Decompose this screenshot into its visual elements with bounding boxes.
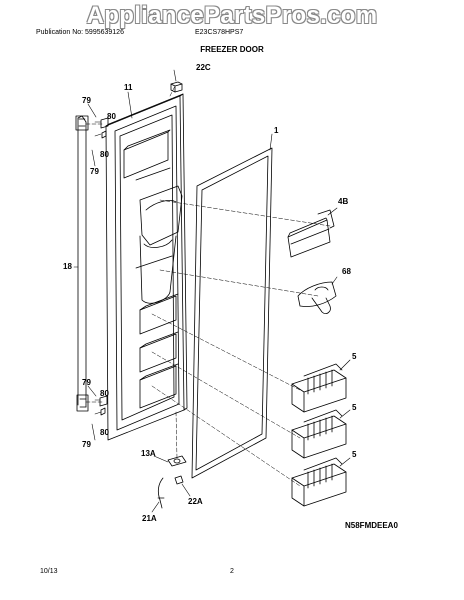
callout-22a: 22A <box>188 497 203 506</box>
callout-79-top: 79 <box>82 96 91 105</box>
part-68-chute <box>297 281 337 314</box>
callout-4b: 4B <box>338 197 349 206</box>
callout-5-middle: 5 <box>352 403 357 412</box>
diagram-code: N58FMDEEA0 <box>345 521 398 530</box>
part-4b-shelf <box>287 209 335 258</box>
part-11-door <box>105 93 188 441</box>
callout-13a: 13A <box>141 449 156 458</box>
callout-68: 68 <box>342 267 351 276</box>
callout-79-top-lower: 79 <box>90 167 99 176</box>
model-number: E23CS78HPS7 <box>195 29 244 36</box>
callout-80-top: 80 <box>107 112 116 121</box>
callout-80-bottom-lower: 80 <box>100 428 109 437</box>
part-22c-cap <box>170 81 183 93</box>
callout-5-top: 5 <box>352 352 357 361</box>
part-5-bin-middle <box>291 409 347 459</box>
callout-80-top-lower: 80 <box>100 150 109 159</box>
assembly-lines <box>85 85 331 487</box>
callout-11: 11 <box>124 83 133 92</box>
part-5-bin-top <box>291 363 347 413</box>
callout-80-bottom: 80 <box>100 389 109 398</box>
part-5-bin-bottom <box>291 457 347 507</box>
callout-21a: 21A <box>142 514 157 523</box>
callout-79-bottom: 79 <box>82 378 91 387</box>
section-title: FREEZER DOOR <box>200 45 264 54</box>
callout-1: 1 <box>274 126 279 135</box>
part-1-gasket <box>191 147 273 479</box>
part-13a-22a-21a <box>157 455 187 509</box>
page-number: 2 <box>230 568 234 575</box>
callout-5-bottom: 5 <box>352 450 357 459</box>
footer-date: 10/13 <box>40 568 58 575</box>
callout-22c: 22C <box>196 63 211 72</box>
leader-lines <box>73 69 351 513</box>
publication-number: Publication No: 5995639126 <box>36 29 124 36</box>
part-18-hinge-bar <box>75 115 89 412</box>
callout-18: 18 <box>63 262 72 271</box>
watermark: AppliancePartsPros.com <box>86 2 378 29</box>
callout-79-bottom-lower: 79 <box>82 440 91 449</box>
